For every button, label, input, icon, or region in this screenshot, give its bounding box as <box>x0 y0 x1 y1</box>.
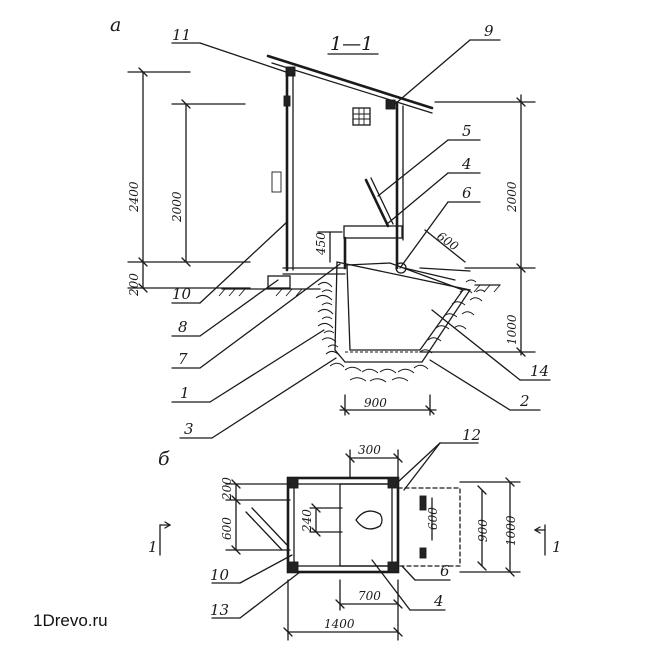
section-marker-right <box>533 524 546 556</box>
plan-view-b: б <box>148 426 562 641</box>
soil-hatching <box>315 279 486 383</box>
dim-1400-total: 1400 <box>324 617 355 631</box>
callout-7: 7 <box>178 350 188 368</box>
dimension-lines-b <box>225 449 521 641</box>
callout-12: 12 <box>462 426 481 444</box>
callout-10-plan: 10 <box>210 566 230 584</box>
dim-600-lid: 600 <box>434 229 461 254</box>
view-a-label: a <box>110 14 121 36</box>
plan-outline <box>245 476 461 574</box>
dim-2000-inner: 2000 <box>170 191 184 223</box>
cesspit <box>334 261 472 363</box>
ground-lines <box>218 275 501 297</box>
booth-frame <box>271 70 404 275</box>
section-view-a: a 1—1 <box>110 14 551 439</box>
callout-leaders-b <box>211 442 479 619</box>
callout-11: 11 <box>172 26 191 44</box>
dim-700-inner: 700 <box>358 589 381 603</box>
dim-1000-pit: 1000 <box>505 314 519 345</box>
dim-200-base: 200 <box>127 273 141 297</box>
dimension-lines-a <box>127 67 536 416</box>
section-mark-left: 1 <box>148 538 158 556</box>
dim-900-pit: 900 <box>364 396 387 410</box>
dim-300: 300 <box>358 443 381 457</box>
callout-6-plan: 6 <box>440 562 450 580</box>
section-marker-left <box>159 521 172 556</box>
dim-200-left: 200 <box>220 477 234 501</box>
dim-600-left: 600 <box>220 517 234 540</box>
callout-4: 4 <box>461 155 472 173</box>
toilet-hole-icon <box>355 510 383 530</box>
callout-3: 3 <box>184 420 194 438</box>
callout-4-plan: 4 <box>433 592 444 610</box>
callout-2: 2 <box>519 392 530 410</box>
callout-5: 5 <box>462 122 472 140</box>
dim-450-seat: 450 <box>314 232 328 256</box>
section-title: 1—1 <box>330 33 373 55</box>
dim-240-hole: 240 <box>300 509 314 533</box>
callout-13: 13 <box>210 601 229 619</box>
callout-10: 10 <box>172 285 192 303</box>
dim-2400: 2400 <box>127 181 141 213</box>
callout-6: 6 <box>462 184 472 202</box>
dim-600-right: 600 <box>426 507 440 530</box>
dim-900-right: 900 <box>476 519 490 542</box>
window-grid <box>352 107 371 126</box>
dim-2000-right: 2000 <box>505 181 519 213</box>
callout-leaders-a <box>171 39 551 439</box>
callout-14: 14 <box>530 362 549 380</box>
dim-1000-right: 1000 <box>504 515 518 546</box>
callout-1: 1 <box>180 384 190 402</box>
view-b-label: б <box>158 448 170 470</box>
watermark: 1Drevo.ru <box>33 611 108 630</box>
section-mark-right: 1 <box>552 538 562 556</box>
callout-8: 8 <box>178 318 188 336</box>
seat-with-lid <box>343 177 471 281</box>
callout-9: 9 <box>484 22 494 40</box>
